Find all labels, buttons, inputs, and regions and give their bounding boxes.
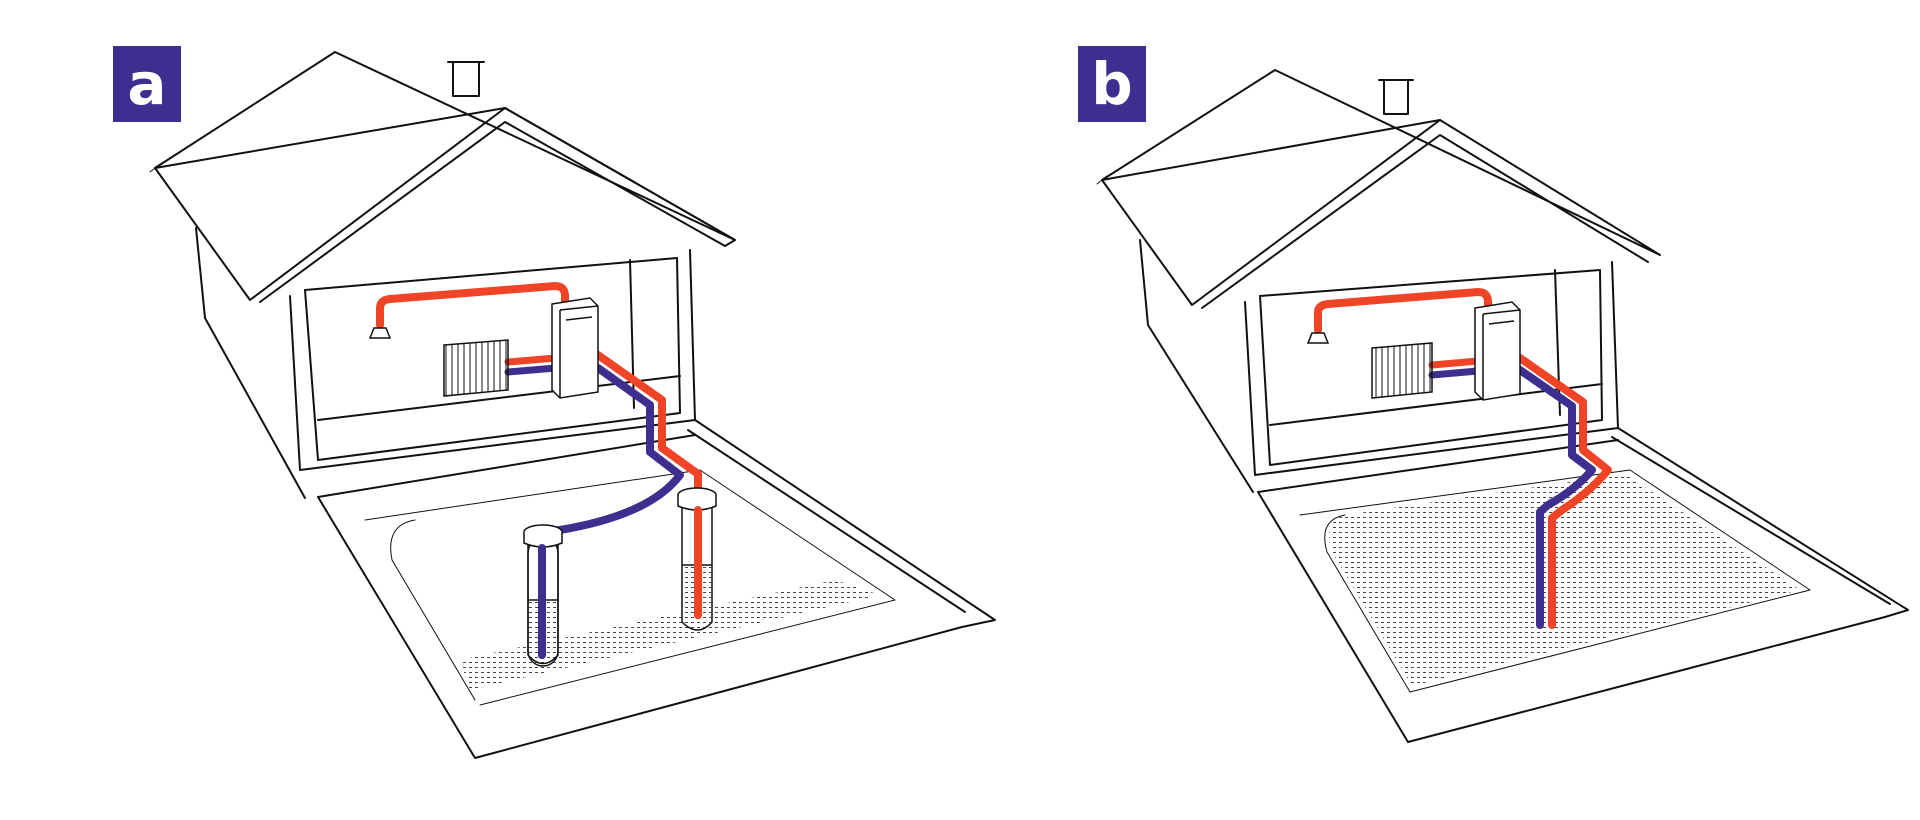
panel-a-illustration — [149, 51, 996, 759]
panel-b-illustration — [1096, 69, 1909, 743]
heat-pump-unit-icon — [1474, 301, 1521, 401]
radiator-icon — [1371, 342, 1433, 399]
roof-b — [1096, 69, 1661, 309]
panel-label-b-text: b — [1091, 50, 1133, 118]
ground-plot-a — [317, 419, 996, 759]
ground-shading-b — [1328, 474, 1800, 686]
side-wall-b — [1139, 239, 1254, 493]
roof-a — [149, 51, 736, 303]
borehole-cap-icon — [677, 487, 717, 511]
chimney-icon — [1378, 79, 1414, 115]
borehole-cap-icon — [523, 524, 563, 548]
side-wall-a — [195, 227, 306, 499]
lamp-icon — [1306, 332, 1330, 344]
ground-plot-b — [1257, 427, 1909, 743]
chimney-icon — [447, 61, 485, 97]
cutaway-room-b — [1244, 261, 1619, 476]
panel-label-a-text: a — [127, 50, 167, 118]
collector-field-a — [364, 469, 896, 706]
ground-shading-a — [460, 580, 880, 690]
heat-pump-unit-icon — [551, 297, 599, 399]
panel-label-a: a — [113, 46, 181, 122]
lamp-icon — [368, 327, 392, 339]
panel-label-b: b — [1078, 46, 1146, 122]
pipes-b — [1314, 288, 1612, 629]
radiator-icon — [443, 339, 509, 397]
cutaway-room-a — [289, 249, 696, 471]
borehole-pipes-a — [538, 506, 702, 659]
collector-field-b — [1299, 469, 1811, 693]
